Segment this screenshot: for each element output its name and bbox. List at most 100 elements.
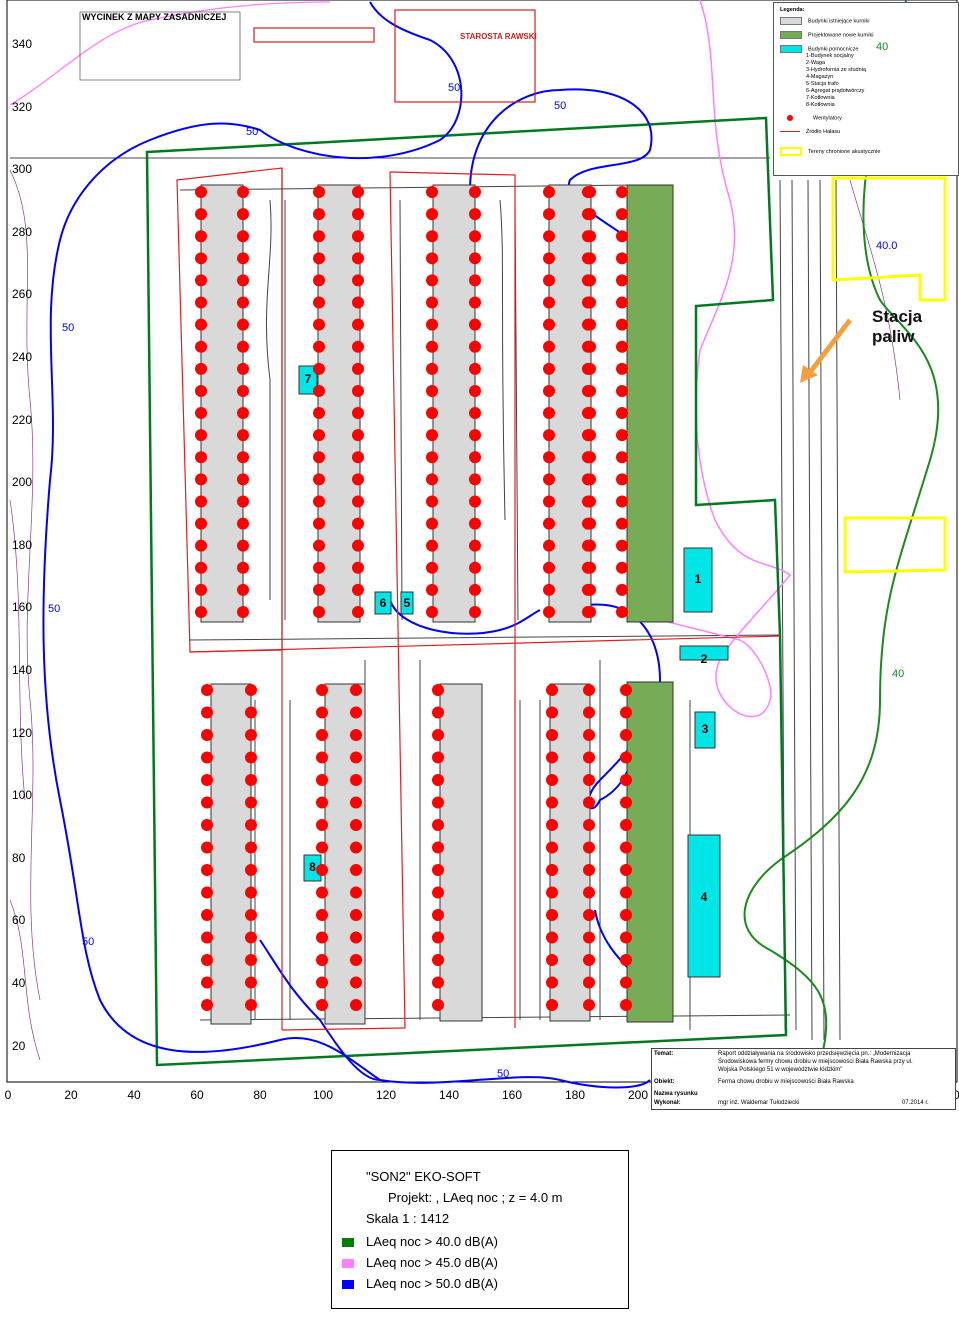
- fan-dot: [582, 208, 594, 221]
- fan-dot: [316, 864, 328, 876]
- protected-area-south: [843, 516, 947, 574]
- map-legend-row: 6-Agregat prądotwórczy: [806, 88, 865, 94]
- fan-dot: [237, 186, 249, 198]
- fan-dot: [201, 774, 213, 786]
- fan-dot: [201, 751, 213, 764]
- legend-item-45: LAeq noc > 45.0 dB(A): [342, 1255, 498, 1271]
- fan-dot: [195, 340, 207, 353]
- contour-label-50: 50: [62, 322, 75, 334]
- fan-dot: [237, 252, 249, 265]
- fan-dot: [620, 706, 632, 719]
- fan-dot: [583, 774, 595, 786]
- map-legend-row: Wentylatory: [813, 115, 842, 122]
- y-tick-label: 20: [12, 1038, 26, 1053]
- map-legend-row: Projektowane nowe kurniki: [808, 32, 874, 39]
- fan-dot: [432, 931, 444, 944]
- fan-dot: [316, 954, 328, 966]
- fan-dot: [546, 751, 558, 764]
- fan-dot: [583, 819, 595, 831]
- fan-dot: [352, 274, 364, 287]
- fan-dot: [237, 384, 249, 397]
- fan-dot: [426, 230, 438, 243]
- fan-dot: [616, 429, 628, 442]
- fan-dot: [195, 561, 207, 574]
- map-legend-row: 5-Stacja trafo: [806, 81, 839, 87]
- fan-dot: [245, 819, 257, 831]
- fan-dot: [237, 407, 249, 420]
- fan-dot: [546, 931, 558, 944]
- fan-dot: [426, 340, 438, 353]
- fan-dot: [469, 318, 481, 331]
- fan-dot: [195, 252, 207, 265]
- fan-dot: [426, 252, 438, 265]
- contour-label-50: 50: [246, 126, 259, 138]
- y-tick-label: 140: [12, 663, 33, 677]
- y-tick-label: 300: [12, 162, 33, 177]
- fan-dot: [201, 864, 213, 876]
- fan-dot: [582, 561, 594, 574]
- fan-dot: [195, 429, 207, 442]
- y-tick-label: 180: [12, 537, 33, 552]
- fan-dot: [316, 841, 328, 854]
- contour-label-50: 50: [554, 100, 567, 112]
- fan-dot: [350, 976, 362, 989]
- barn-existing: [324, 683, 366, 1025]
- legend-swatch-45: [342, 1259, 354, 1269]
- fan-dot: [313, 539, 325, 552]
- x-tick-label: 100: [312, 1088, 334, 1102]
- fan-dot: [352, 318, 364, 331]
- fan-dot: [201, 729, 213, 741]
- fan-dot: [426, 362, 438, 375]
- fan-dot: [546, 796, 558, 809]
- fan-dot: [469, 230, 481, 243]
- fan-dot: [352, 230, 364, 243]
- fan-dot: [616, 407, 628, 420]
- fan-dot: [350, 864, 362, 876]
- fan-dot: [582, 318, 594, 331]
- fan-dot: [620, 999, 632, 1011]
- barn-existing: [200, 184, 244, 623]
- fan-dot: [313, 186, 325, 198]
- fan-dot: [426, 407, 438, 420]
- fan-dot: [195, 208, 207, 221]
- fan-dot: [350, 841, 362, 854]
- fan-dot: [245, 976, 257, 989]
- fan-dot: [616, 606, 628, 618]
- fan-dot: [582, 451, 594, 464]
- fan-dot: [432, 864, 444, 876]
- legend-item-40: LAeq noc > 40.0 dB(A): [342, 1234, 498, 1250]
- fan-dot: [620, 886, 632, 899]
- fan-dot: [245, 729, 257, 741]
- title-block-nazwa: Nazwa rysunku: [654, 1091, 698, 1097]
- fan-dot: [543, 561, 555, 574]
- fan-dot: [313, 451, 325, 464]
- doc-title: WYCINEK Z MAPY ZASADNICZEJ: [82, 12, 227, 22]
- source-outlines: [176, 167, 781, 1031]
- fan-dot: [426, 517, 438, 530]
- fan-dot: [543, 451, 555, 464]
- contour-label-50: 50: [82, 936, 95, 948]
- fan-dot: [432, 999, 444, 1011]
- fan-dot: [432, 954, 444, 966]
- barn-new: [626, 681, 674, 1023]
- fan-dot: [316, 886, 328, 899]
- fan-dot: [616, 451, 628, 464]
- fan-dot: [352, 296, 364, 309]
- fan-dot: [469, 451, 481, 464]
- barn-existing: [210, 683, 252, 1025]
- fan-dot: [469, 583, 481, 596]
- fan-dot: [620, 819, 632, 831]
- fan-dot: [432, 819, 444, 831]
- fan-dot: [201, 886, 213, 899]
- legend-label: LAeq noc > 50.0 dB(A): [366, 1276, 498, 1291]
- fan-dot: [620, 864, 632, 876]
- fan-dot: [432, 909, 444, 921]
- fan-dot: [313, 296, 325, 309]
- fan-dot: [583, 976, 595, 989]
- fan-dot: [582, 606, 594, 618]
- fan-dot: [245, 751, 257, 764]
- fan-dot: [582, 296, 594, 309]
- fan-dot: [582, 230, 594, 243]
- map-legend-title: Legenda:: [780, 7, 805, 13]
- fan-dot: [426, 583, 438, 596]
